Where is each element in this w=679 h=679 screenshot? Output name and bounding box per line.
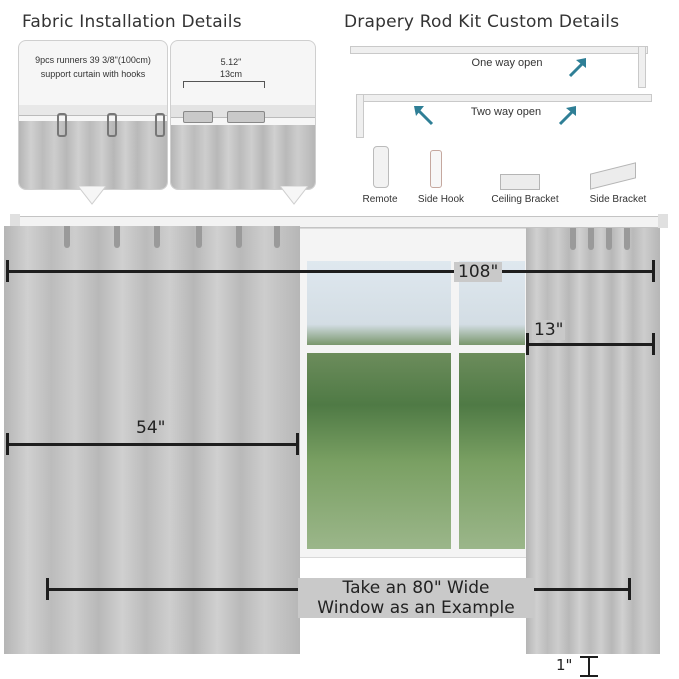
arrow-icon [414, 106, 434, 126]
window-frame [298, 228, 534, 558]
rod-kit-title: Drapery Rod Kit Custom Details [344, 12, 620, 32]
panel-width-label: 54" [136, 418, 166, 438]
accessory-label: Side Hook [417, 194, 465, 205]
side-hook-icon [430, 150, 442, 188]
hook-icon [107, 113, 117, 137]
accessory-label: Side Bracket [589, 194, 647, 205]
window-example-label: Take an 80" Wide Window as an Example [298, 578, 534, 618]
curtain-fabric-closeup [171, 125, 315, 189]
measure-tick [628, 578, 631, 600]
panel-width-line [8, 443, 298, 446]
spacing-cm: 13cm [219, 69, 242, 79]
measure-tick [6, 260, 9, 282]
measure-tick [296, 433, 299, 455]
left-curtain-panel [4, 226, 300, 654]
floor-gap-marker [580, 675, 598, 677]
side-bracket-icon [590, 162, 636, 190]
rod-end-cap [10, 214, 20, 228]
spacing-inches: 5.12" [220, 57, 242, 67]
two-way-rod [356, 94, 652, 102]
floor-gap-marker [580, 656, 598, 658]
runner-carrier-icon [183, 111, 213, 123]
arrow-icon [568, 58, 586, 78]
rod-width-label: 108" [454, 262, 503, 282]
callout-pointer [78, 186, 106, 205]
window-view [307, 261, 525, 549]
rod-width-line [8, 270, 654, 273]
measure-tick [6, 433, 9, 455]
two-way-label: Two way open [470, 106, 542, 118]
measure-tick [652, 333, 655, 355]
remote-icon [373, 146, 389, 188]
arrow-icon [558, 106, 576, 126]
one-way-label: One way open [471, 57, 543, 69]
rod-end-cap [658, 214, 668, 228]
measure-tick [526, 333, 529, 355]
callout-pointer [280, 186, 308, 205]
floor-gap-label: 1" [556, 656, 573, 674]
right-curtain-panel [526, 228, 660, 654]
spacing-bracket [183, 81, 265, 88]
measure-tick [46, 578, 49, 600]
spacing-detail-panel: 5.12" 13cm [170, 40, 316, 190]
accessory-label: Remote [362, 194, 398, 205]
one-way-rod [350, 46, 648, 54]
window-transom [307, 345, 525, 353]
window-mullion [451, 261, 459, 549]
measure-tick [652, 260, 655, 282]
floor-gap-marker [588, 656, 590, 676]
runner-carrier-icon [227, 111, 265, 123]
stack-width-label: 13" [532, 320, 566, 340]
rod-end-bracket [356, 94, 364, 138]
runners-note: 9pcs runners 39 3/8"(100cm) support curt… [35, 55, 151, 79]
hook-icon [57, 113, 67, 137]
curtain-fabric-closeup [19, 121, 167, 189]
rod-end-bracket [638, 46, 646, 88]
stack-width-line [528, 343, 654, 346]
fabric-installation-title: Fabric Installation Details [22, 12, 242, 32]
ceiling-bracket-icon [500, 174, 540, 190]
hook-icon [155, 113, 165, 137]
accessory-label: Ceiling Bracket [491, 194, 559, 205]
runner-detail-panel: 9pcs runners 39 3/8"(100cm) support curt… [18, 40, 168, 190]
track-rail [19, 105, 167, 116]
